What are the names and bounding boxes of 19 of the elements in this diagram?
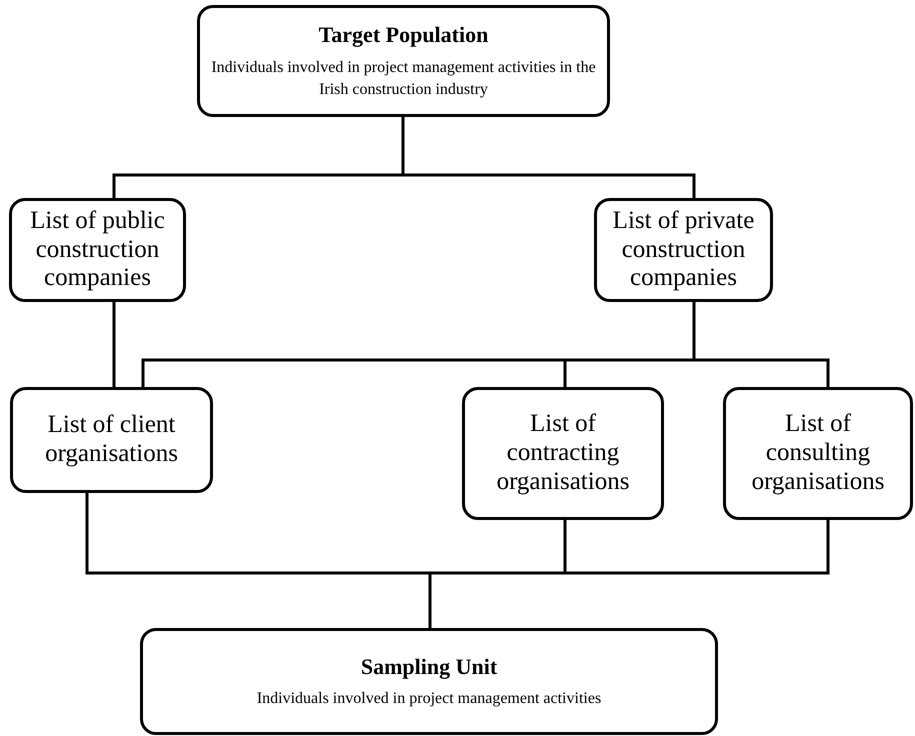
connector-line: [692, 302, 830, 387]
box-description: Individuals involved in project management activities: [256, 689, 602, 710]
box-label: List of public construction companies: [29, 206, 166, 294]
list-box: [10, 387, 213, 493]
heading-box: [197, 5, 610, 117]
box-description: Individuals involved in project management activities in the Irish construction industry: [210, 58, 597, 100]
box-title: Target Population: [318, 21, 488, 49]
list-box: [462, 387, 664, 520]
box-title: Sampling Unit: [360, 652, 498, 680]
box-label: List of contracting organisations: [496, 410, 630, 497]
heading-box: [140, 628, 718, 735]
box-label: List of consulting organisations: [750, 410, 886, 497]
list-box: [9, 198, 186, 302]
list-box: [594, 198, 773, 302]
connector-line: [112, 302, 116, 387]
box-label: List of client organisations: [44, 411, 179, 469]
list-box: [723, 387, 913, 520]
connector-line: [402, 117, 696, 198]
box-label: List of private construction companies: [612, 206, 756, 294]
